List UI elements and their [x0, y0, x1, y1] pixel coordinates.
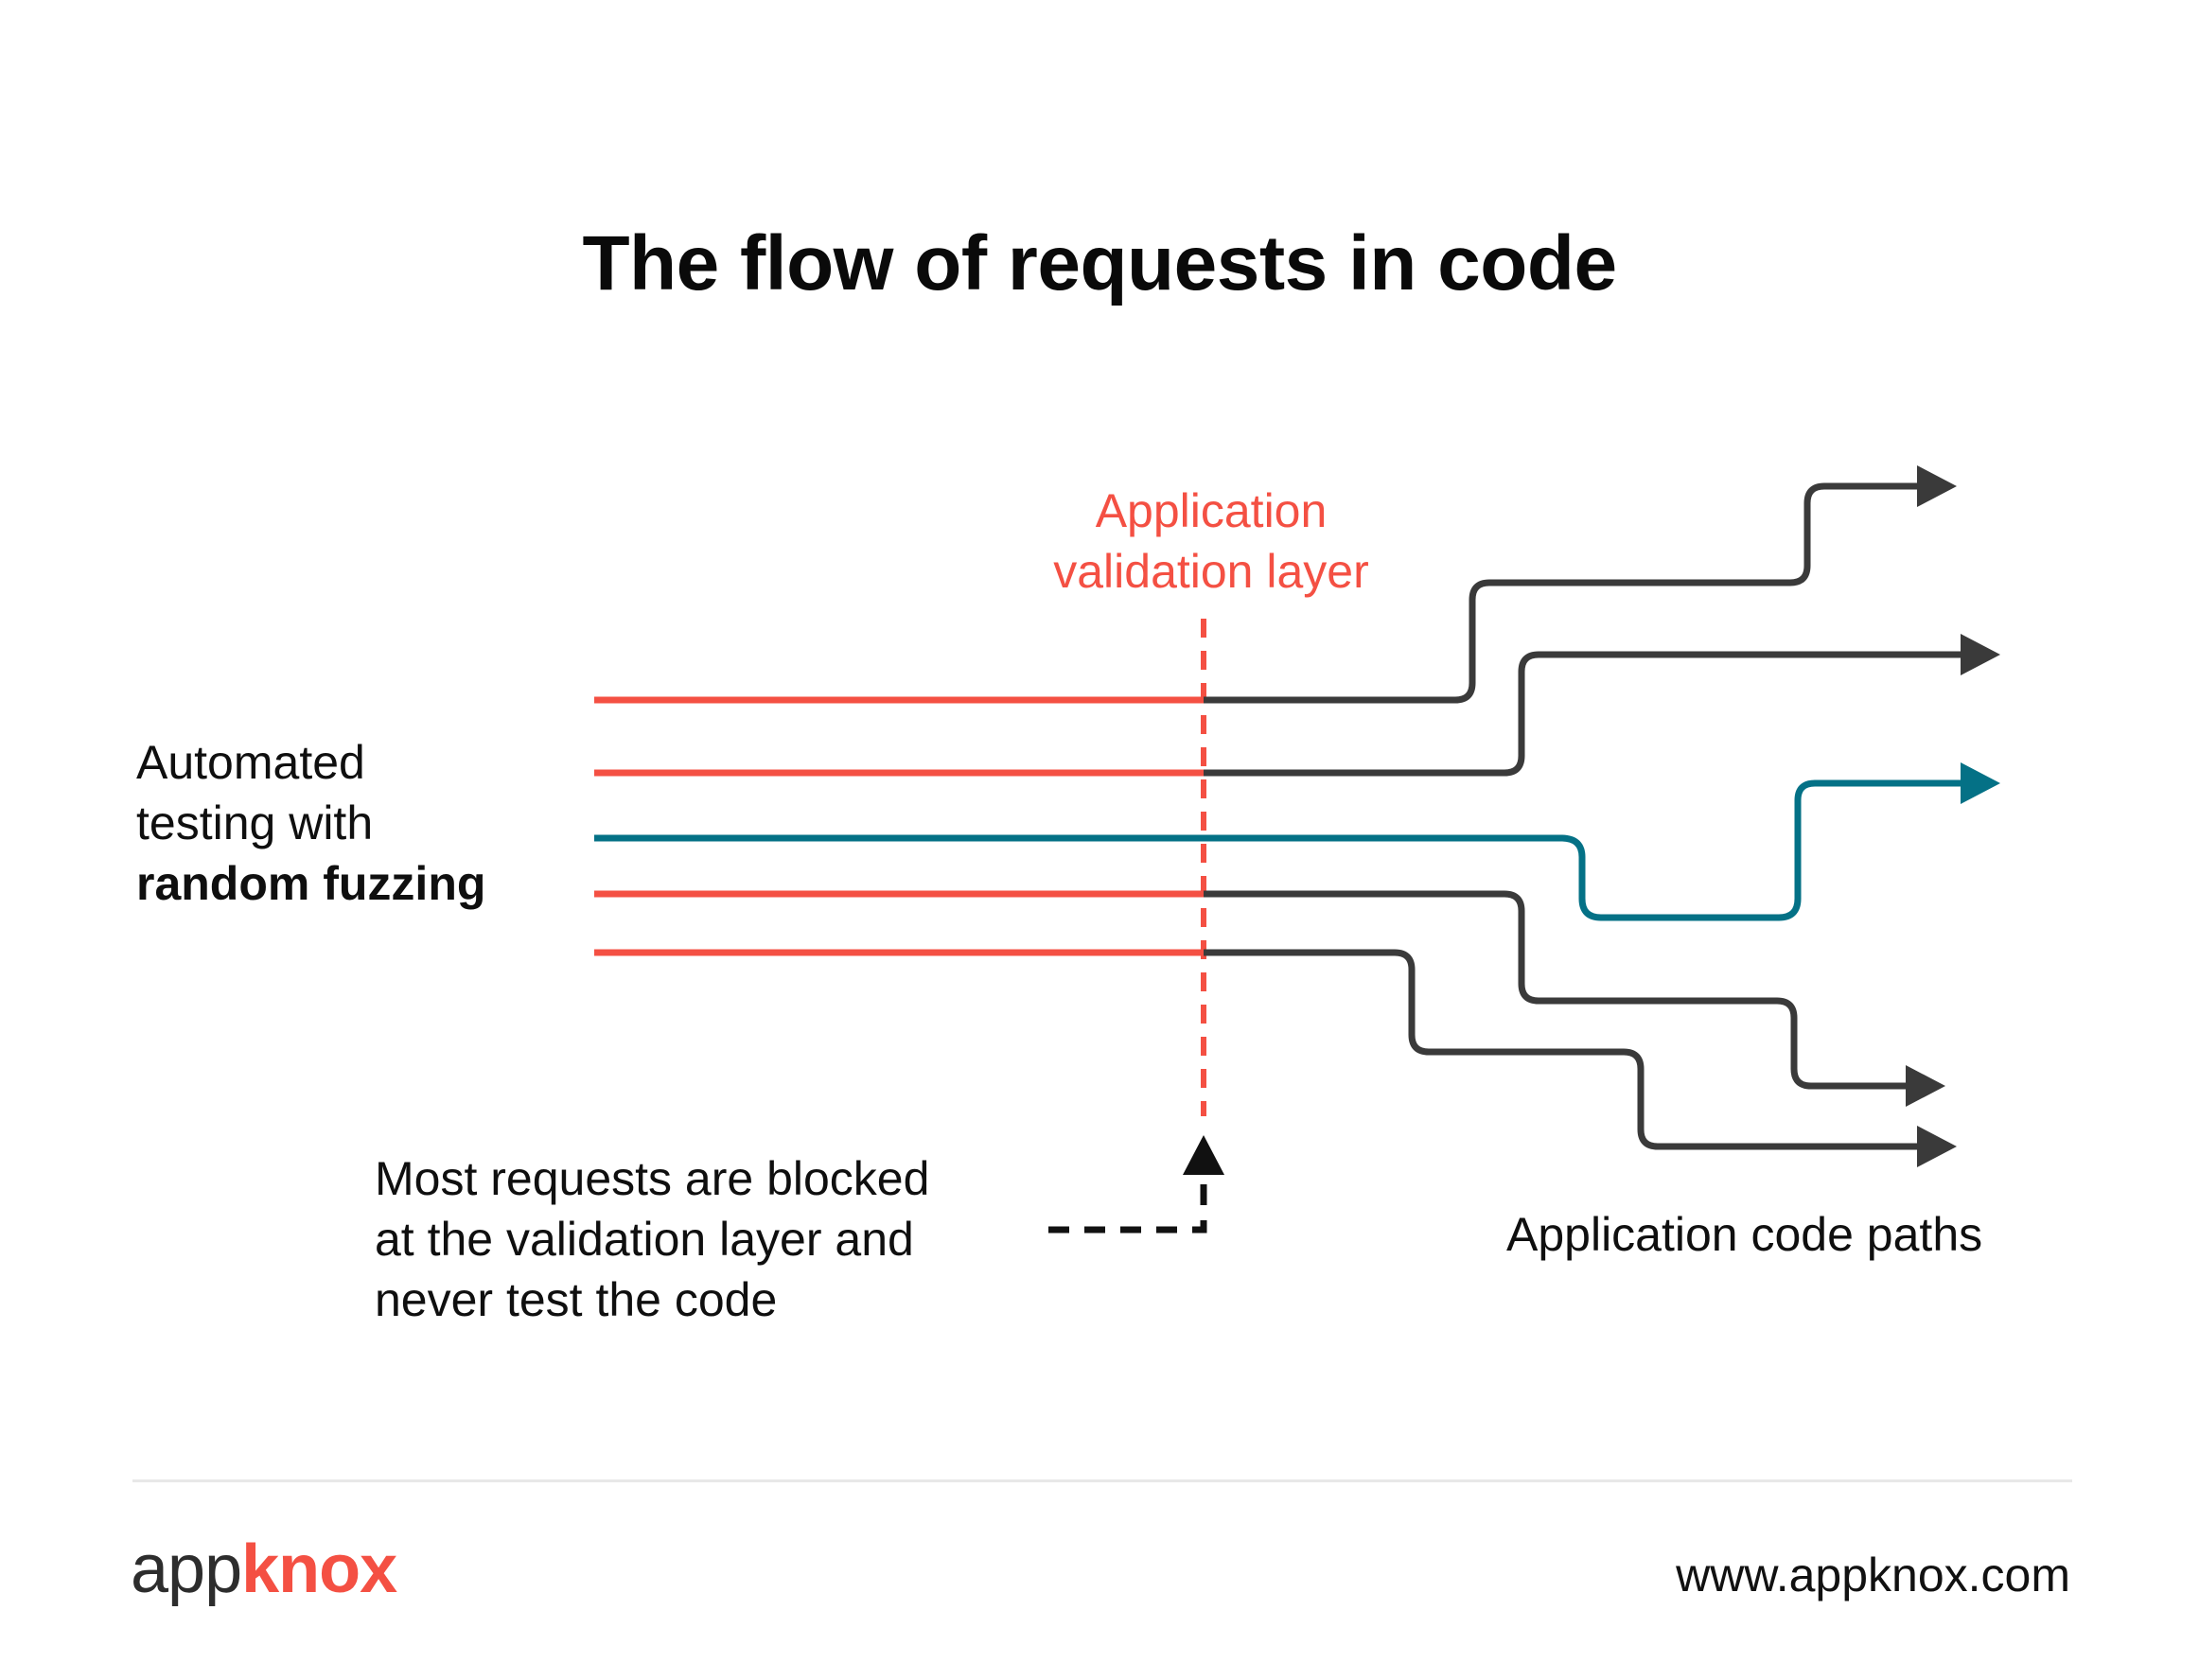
appknox-logo: appknox: [131, 1531, 397, 1608]
note-line1: Most requests are blocked: [375, 1152, 930, 1205]
arrow-head-2: [1961, 634, 2000, 675]
code-path-4: [1204, 949, 1921, 1150]
validation-label-line2: validation layer: [1053, 545, 1369, 598]
fuzzing-label-line2: testing with: [136, 796, 374, 849]
logo-part-knox: knox: [241, 1531, 397, 1607]
arrow-head-1: [1917, 465, 1957, 507]
arrow-head-4: [1906, 1065, 1945, 1107]
code-path-3: [1204, 890, 1909, 1090]
note-line3: never test the code: [375, 1273, 778, 1326]
validation-label-line1: Application: [1095, 484, 1328, 537]
code-paths-label: Application code paths: [1506, 1208, 1983, 1261]
note-line2: at the validation layer and: [375, 1213, 914, 1266]
fuzzing-label: Automated testing with random fuzzing: [136, 732, 485, 914]
diagram-title: The flow of requests in code: [582, 220, 1617, 306]
note-arrow-line: [1048, 1173, 1207, 1234]
validation-layer-label: Application validation layer: [984, 481, 1438, 602]
code-path-1: [1204, 482, 1919, 704]
arrow-head-3: [1961, 762, 2000, 804]
footer-divider: [132, 1479, 2072, 1482]
website-url: www.appknox.com: [1676, 1549, 2070, 1601]
fuzzing-label-line3: random fuzzing: [136, 857, 486, 910]
passing-request-path: [594, 779, 1962, 921]
fuzzing-label-line1: Automated: [136, 736, 365, 789]
code-path-2: [1204, 651, 1962, 777]
arrow-head-5: [1917, 1126, 1957, 1167]
note-arrow-head: [1183, 1135, 1224, 1175]
blocked-note: Most requests are blocked at the validat…: [375, 1148, 929, 1330]
logo-part-app: app: [131, 1531, 242, 1607]
